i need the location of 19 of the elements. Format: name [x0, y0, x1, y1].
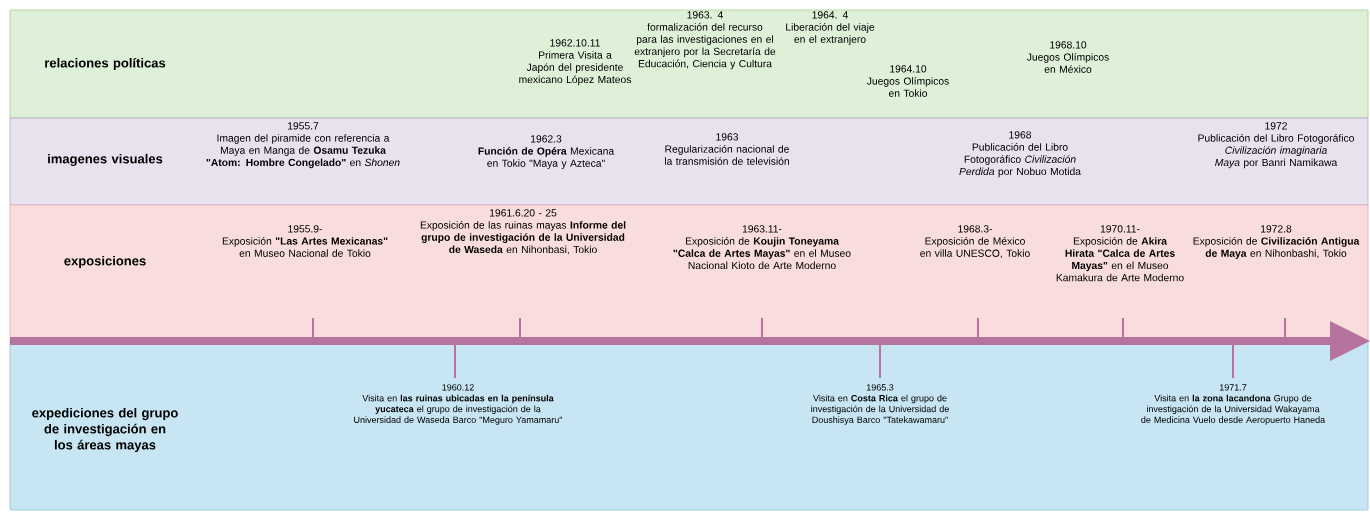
event-text: 1964. 4 Liberación del viaje en el extranjero [786, 11, 875, 45]
event-text: 1968.3- Exposición de México en villa UNESCO, Tokio [920, 225, 1030, 259]
event-text: 1962.10.11 Primera Visita a Japón del presidente mexicano López Mateos [519, 39, 631, 86]
event-text: 1963. 4 formalización del recurso para las investigaciones en el extranjero por la Secretaría de Educación, Ciencia y Cultura [634, 11, 776, 70]
event-text: 1955.7 Imagen del piramide con referencia a Maya en Manga de Osamu Tezuka "Atom: Hombre Congelado" en Shonen [206, 122, 400, 169]
event-text: 1970.11- Exposición de Akira Hirata "Calca de Artes Mayas" en el Museo Kamakura de Arte Moderno [1056, 225, 1184, 282]
event-text: 1968.10 Juegos Olímpicos en México [1026, 41, 1109, 73]
event-text: 1962.3 Función de Opéra Mexicana en Tokio "Maya y Azteca" [478, 135, 615, 169]
event-text: 1963.11- Exposición de Koujin Toneyama "Calca de Artes Mayas" en el Museo Nacional Kioto de Arte Moderno [673, 225, 851, 270]
event-text: 1964.10 Juegos Olímpicos en Tokio [866, 65, 949, 97]
event-text: 1961.6.20 - 25 Exposición de las ruinas mayas Informe del grupo de investigación de la Universidad de Waseda en Nihonbasi, Tokio [420, 209, 626, 255]
event-text: 1972.8 Exposición de Civilización Antigua de Maya en Nihonbashi, Tokio [1193, 225, 1360, 259]
event-text: 1960.12 Visita en las ruinas ubicadas en la península yucateca el grupo de investigación de la Universidad de Waseda Barco "Meguro Yamamaru" [354, 384, 563, 425]
event-text: 1968 Publicación del Libro Fotogoráfico Civilización Perdida por Nobuo Motida [959, 131, 1081, 178]
event-text: 1955.9- Exposición "Las Artes Mexicanas" en Museo Nacional de Tokio [222, 225, 388, 257]
event-text: 1972 Publicación del Libro Fotogoráfico Civilización imaginaria Maya por Banri Namikawa [1198, 122, 1354, 169]
event-text: 1965.3 Visita en Costa Rica el grupo de investigación de la Universidad de Doushisya Barco "Tatekawamaru" [811, 384, 949, 425]
event-text: 1971.7 Visita en la zona lacandona Grupo de investigación de la Universidad Wakayama de Medicina Vuelo desde Aeropuerto Haneda [1141, 384, 1326, 425]
event-text: 1963 Regularización nacional de la transmisión de televisión [665, 133, 789, 165]
